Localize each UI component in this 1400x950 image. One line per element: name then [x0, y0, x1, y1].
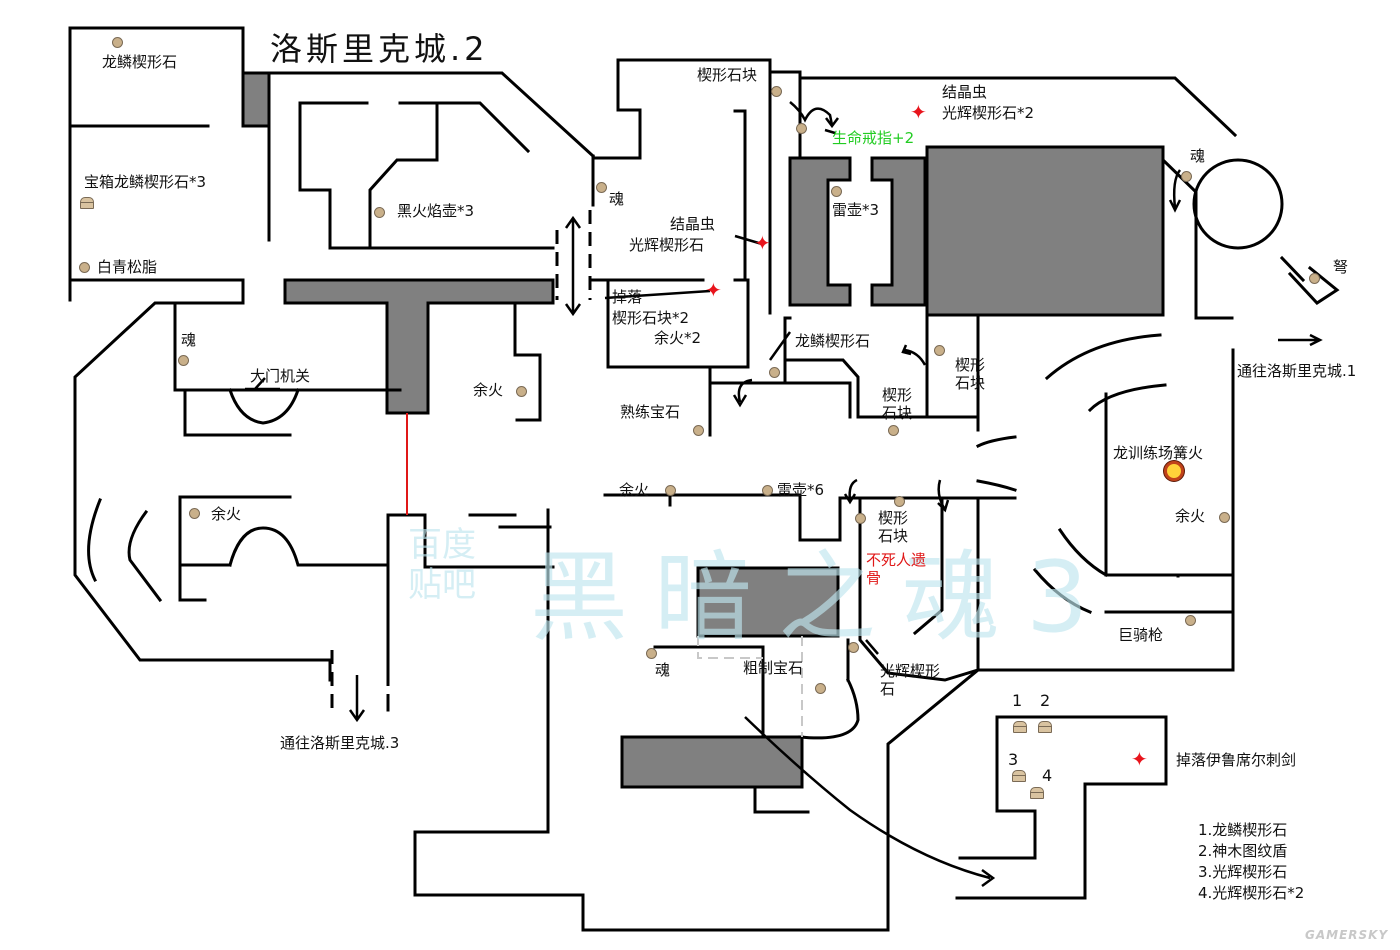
label-undead-bone-shard: 不死人遗骨 — [866, 551, 927, 587]
label-ember-mid: 余火 — [473, 381, 504, 399]
map-title: 洛斯里克城.2 — [270, 30, 489, 68]
label-ember-left: 余火 — [211, 505, 242, 523]
item-dot-icon[interactable] — [374, 207, 385, 218]
chest-legend: 1.龙鳞楔形石 2.神木图纹盾 3.光辉楔形石 4.光辉楔形石*2 — [1198, 820, 1304, 904]
label-drop-3: 余火*2 — [654, 329, 702, 347]
chest-icon[interactable] — [1038, 721, 1052, 733]
item-dot-icon[interactable] — [934, 345, 945, 356]
label-crossbow: 弩 — [1333, 258, 1349, 276]
solid-block — [870, 156, 927, 307]
label-lightning-urn-3: 雷壶*3 — [832, 201, 880, 219]
item-dot-icon[interactable] — [665, 485, 676, 496]
label-lightning-urn-6: 雷壶*6 — [777, 481, 825, 499]
item-dot-icon[interactable] — [848, 642, 859, 653]
item-dot-icon[interactable] — [596, 182, 607, 193]
item-dot-icon[interactable] — [1181, 171, 1192, 182]
item-dot-icon[interactable] — [178, 355, 189, 366]
chest-icon[interactable] — [1030, 787, 1044, 799]
legend-item: 4.光辉楔形石*2 — [1198, 884, 1305, 902]
label-dragon-scale-mid: 龙鳞楔形石 — [795, 332, 871, 350]
label-ember-center: 余火 — [619, 481, 650, 499]
chest-number: 3 — [1008, 750, 1019, 769]
label-dragon-barracks-bonfire: 龙训练场篝火 — [1113, 444, 1204, 462]
label-crystal-lizard-1b: 光辉楔形石 — [629, 236, 705, 254]
label-crystal-lizard-1a: 结晶虫 — [670, 215, 716, 233]
label-soul-mid: 魂 — [609, 190, 625, 208]
item-dot-icon[interactable] — [855, 513, 866, 524]
label-to-lothric-1[interactable]: 通往洛斯里克城.1 — [1237, 362, 1357, 380]
label-crystal-lizard-2b: 光辉楔形石*2 — [942, 104, 1035, 122]
label-irithyll-rapier-drop: 掉落伊鲁席尔刺剑 — [1176, 751, 1297, 769]
label-chest-dragon-scale: 宝箱龙鳞楔形石*3 — [84, 173, 207, 191]
label-ring-of-life: 生命戒指+2 — [832, 129, 915, 147]
label-crystal-lizard-2a: 结晶虫 — [942, 83, 988, 101]
label-titanite-shard-top: 楔形石块 — [697, 66, 758, 84]
red-star-icon[interactable]: ✦ — [1131, 747, 1148, 771]
item-dot-icon[interactable] — [769, 367, 780, 378]
item-dot-icon[interactable] — [796, 123, 807, 134]
watermark-tieba: 百度贴吧 — [408, 525, 476, 605]
item-dot-icon[interactable] — [831, 186, 842, 197]
item-dot-icon[interactable] — [771, 86, 782, 97]
chest-number: 2 — [1040, 691, 1051, 710]
label-soul-bottom: 魂 — [655, 661, 671, 679]
label-gate-lever: 大门机关 — [250, 367, 311, 385]
label-dragon-scale-top: 龙鳞楔形石 — [102, 53, 178, 71]
item-dot-icon[interactable] — [1309, 273, 1320, 284]
label-soul-left: 魂 — [181, 331, 197, 349]
label-to-lothric-3[interactable]: 通往洛斯里克城.3 — [280, 734, 400, 752]
chest-icon[interactable] — [1012, 770, 1026, 782]
legend-item: 2.神木图纹盾 — [1198, 842, 1288, 860]
item-dot-icon[interactable] — [516, 386, 527, 397]
solid-block — [788, 156, 852, 307]
solid-block — [696, 566, 840, 638]
legend-item: 3.光辉楔形石 — [1198, 863, 1288, 881]
bonfire-icon[interactable] — [1164, 461, 1184, 481]
label-soul-right: 魂 — [1190, 147, 1206, 165]
label-raw-gem: 粗制宝石 — [743, 659, 804, 677]
red-star-icon[interactable]: ✦ — [910, 100, 927, 124]
label-white-pine-resin: 白青松脂 — [97, 258, 158, 276]
chest-number: 1 — [1012, 691, 1023, 710]
item-dot-icon[interactable] — [1219, 512, 1230, 523]
item-dot-icon[interactable] — [79, 262, 90, 273]
red-star-icon[interactable]: ✦ — [705, 278, 722, 302]
label-sharp-gem: 熟练宝石 — [620, 403, 681, 421]
item-dot-icon[interactable] — [815, 683, 826, 694]
label-drop-1: 掉落 — [612, 288, 643, 306]
item-dot-icon[interactable] — [894, 496, 905, 507]
item-dot-icon[interactable] — [1185, 615, 1196, 626]
label-twinkling-titanite: 光辉楔形石 — [880, 662, 941, 698]
chest-icon[interactable] — [1013, 721, 1027, 733]
item-dot-icon[interactable] — [189, 508, 200, 519]
label-ember-right: 余火 — [1175, 507, 1206, 525]
label-titanite-shard-c: 楔形石块 — [878, 509, 909, 545]
solid-block — [925, 145, 1165, 317]
watermark-title: 黑暗之魂3 — [530, 541, 1115, 655]
label-black-firebomb: 黑火焰壶*3 — [397, 202, 475, 220]
item-dot-icon[interactable] — [693, 425, 704, 436]
item-dot-icon[interactable] — [888, 425, 899, 436]
legend-item: 1.龙鳞楔形石 — [1198, 821, 1288, 839]
solid-block — [283, 278, 555, 415]
item-dot-icon[interactable] — [762, 485, 773, 496]
label-titanite-shard-a: 楔形石块 — [955, 356, 986, 392]
chest-icon[interactable] — [80, 197, 94, 209]
solid-block — [620, 735, 804, 789]
item-dot-icon[interactable] — [646, 648, 657, 659]
red-star-icon[interactable]: ✦ — [754, 231, 771, 255]
chest-number: 4 — [1042, 766, 1053, 785]
label-drop-2: 楔形石块*2 — [612, 309, 690, 327]
item-dot-icon[interactable] — [112, 37, 123, 48]
site-logo: GAMERSKY — [1305, 928, 1389, 942]
label-knight-lance: 巨骑枪 — [1118, 626, 1164, 644]
label-titanite-shard-b: 楔形石块 — [882, 386, 913, 422]
solid-block — [241, 71, 271, 128]
